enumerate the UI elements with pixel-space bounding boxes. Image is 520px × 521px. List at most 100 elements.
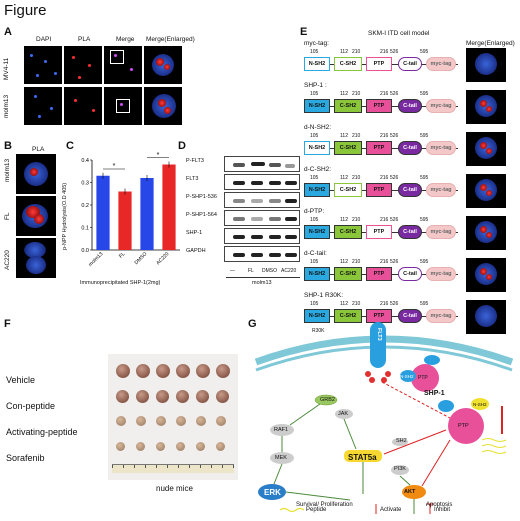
panel-a-molm13-merge-image xyxy=(104,87,142,125)
tumor-sample xyxy=(136,442,145,451)
c-bar-dmso xyxy=(140,178,154,250)
node-nsh2-top: N-SH2 xyxy=(400,374,414,379)
panel-b-molm13-image xyxy=(16,154,56,194)
legend-peptide: Peptide xyxy=(306,507,327,513)
panel-c-ylabel: p-NPP Hydrolysis(O.D 405) xyxy=(62,182,68,250)
construct-domain-c-sh2: C-SH2 xyxy=(334,309,362,323)
c-ytick-label: 0.0 xyxy=(81,248,89,254)
construct-position-label: 216 xyxy=(380,49,389,55)
node-shp1: SHP-1 xyxy=(424,390,445,397)
construct-domain-ptp: PTP xyxy=(366,183,392,197)
panel-f-row-sorafenib: Sorafenib xyxy=(6,453,45,463)
tumor-sample xyxy=(176,390,189,403)
construct-domain-n-sh2: N-SH2 xyxy=(304,309,330,323)
tumor-sample xyxy=(156,390,169,403)
blot-shp1 xyxy=(224,228,300,244)
c-xtick-label: AC220 xyxy=(155,251,170,266)
tumor-sample xyxy=(216,416,226,426)
construct-domain-myc-tag: myc-tag xyxy=(426,141,456,155)
construct-mutation-label: R30K xyxy=(312,328,325,334)
construct-position-label: 216 xyxy=(380,301,389,307)
c-ytick-label: 0.2 xyxy=(81,203,89,209)
construct-merge-image xyxy=(466,132,506,166)
flt3-receptor xyxy=(370,322,386,368)
construct-merge-image xyxy=(466,300,506,334)
construct-position-label: 112 xyxy=(340,217,348,223)
c-xtick-label: molm13 xyxy=(88,251,105,268)
construct-name: d-PTP: xyxy=(304,208,325,215)
node-apoptosis: Apoptosis xyxy=(426,502,453,508)
panel-g-diagram xyxy=(254,322,514,514)
construct-domain-c-sh2: C-SH2 xyxy=(334,225,362,239)
tumor-sample xyxy=(176,364,190,378)
construct-merge-image xyxy=(466,48,506,82)
construct-domain-c-sh2: C-SH2 xyxy=(334,267,362,281)
panel-c-label: C xyxy=(66,140,74,152)
panel-a-row-molm13: molm13 xyxy=(3,94,10,118)
construct-position-label: 112 xyxy=(340,259,348,265)
construct-position-label: 595 xyxy=(420,259,429,265)
panel-a-mv411-merge-image xyxy=(104,46,142,84)
node-ptp-top: PTP xyxy=(418,375,428,381)
construct-name: SHP-1 R30K: xyxy=(304,292,344,299)
node-pi3k: PI3K xyxy=(394,466,406,472)
panel-a-mv411-enlarged-image xyxy=(144,46,182,84)
construct-position-label: 105 xyxy=(310,301,319,307)
tumor-sample xyxy=(156,416,166,426)
construct-position-label: 210 xyxy=(352,49,361,55)
tumor-sample xyxy=(116,416,126,426)
construct-position-label: 210 xyxy=(352,133,361,139)
panel-f-tumor-photo xyxy=(108,354,238,480)
tumor-sample xyxy=(116,442,125,451)
node-flt3: FLT3 xyxy=(376,328,382,341)
panel-d-lane-3: DMSO xyxy=(262,268,277,274)
tumor-sample xyxy=(136,416,146,426)
construct-position-label: 526 xyxy=(390,301,399,307)
construct-position-label: 210 xyxy=(352,91,361,97)
shp1-ptp-top xyxy=(411,364,439,392)
node-stat5a: STAT5a xyxy=(348,453,377,462)
panel-a-molm13-dapi-image xyxy=(24,87,62,125)
construct-position-label: 216 xyxy=(380,133,389,139)
figure-title: Figure xyxy=(4,2,47,19)
tumor-sample xyxy=(136,390,149,403)
construct-position-label: 216 xyxy=(380,217,389,223)
node-jak: JAK xyxy=(338,411,349,417)
panel-b-ac220-image xyxy=(16,238,56,278)
construct-domain-myc-tag: myc-tag xyxy=(426,57,456,71)
node-akt: AKT xyxy=(404,489,416,495)
panel-a-header-merge-enlarged: Merge(Enlarged) xyxy=(146,36,195,43)
panel-a-molm13-enlarged-image xyxy=(144,87,182,125)
panel-b-header: PLA xyxy=(32,146,45,153)
tumor-sample xyxy=(196,364,210,378)
tumor-sample xyxy=(156,364,170,378)
panel-a-header-merge: Merge xyxy=(116,36,135,43)
node-grb2: GRB2 xyxy=(320,397,335,403)
c-bar-ac220 xyxy=(162,164,176,250)
construct-position-label: 216 xyxy=(380,175,389,181)
construct-position-label: 105 xyxy=(310,133,319,139)
construct-domain-c-tail: C-tail xyxy=(398,267,422,281)
ruler xyxy=(112,464,234,473)
node-survival: Survival/ Proliferation xyxy=(296,502,353,508)
construct-position-label: 210 xyxy=(352,301,361,307)
panel-d-lane-rule xyxy=(226,277,300,278)
construct-merge-image xyxy=(466,258,506,292)
tumor-sample xyxy=(196,416,206,426)
legend-inhibit: Inhibit xyxy=(434,507,451,513)
construct-position-label: 526 xyxy=(390,49,399,55)
construct-domain-ptp: PTP xyxy=(366,267,392,281)
construct-domain-myc-tag: myc-tag xyxy=(426,225,456,239)
construct-position-label: 595 xyxy=(420,301,429,307)
tumor-sample xyxy=(176,416,186,426)
panel-b-row-molm13: molm13 xyxy=(4,158,11,182)
c-sig-star: * xyxy=(157,152,160,159)
construct-position-label: 112 xyxy=(340,175,348,181)
construct-domain-ptp: PTP xyxy=(366,225,392,239)
blot-pflt3 xyxy=(224,156,300,172)
construct-domain-n-sh2: N-SH2 xyxy=(304,99,330,113)
construct-position-label: 112 xyxy=(340,133,348,139)
panel-b-fl-image xyxy=(16,196,56,236)
c-xtick-label: FL xyxy=(118,251,127,260)
construct-domain-n-sh2: N-SH2 xyxy=(304,267,330,281)
